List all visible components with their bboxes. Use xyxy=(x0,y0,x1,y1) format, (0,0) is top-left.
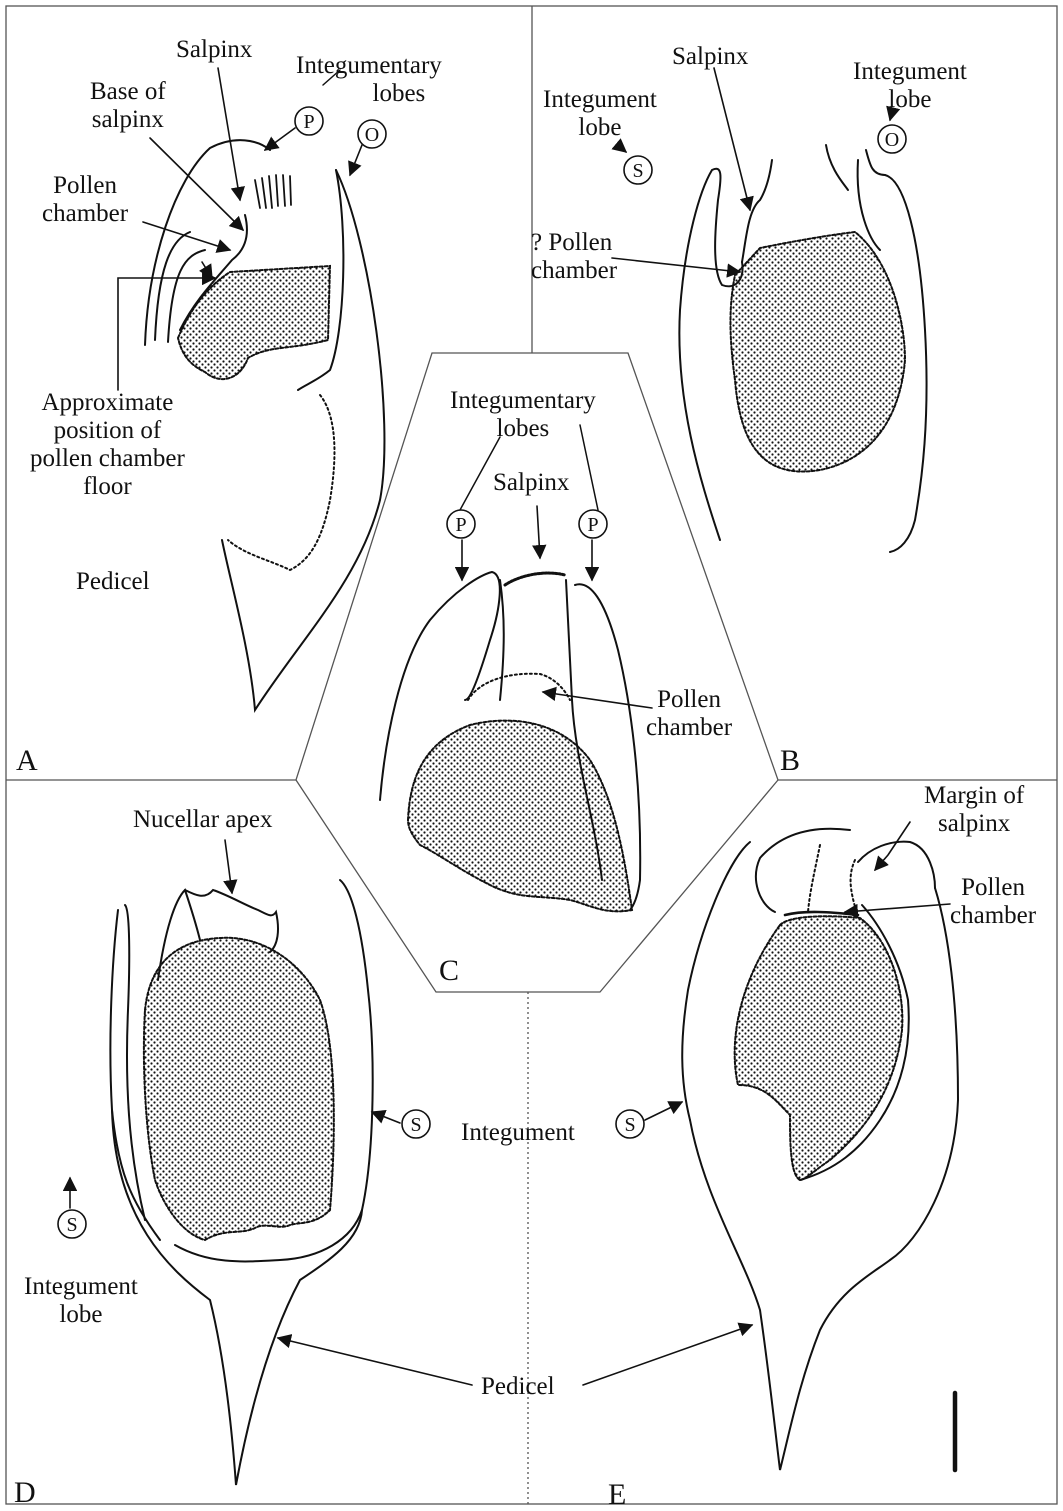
label-pedicel: Pedicel xyxy=(481,1373,555,1401)
label-b-integument-lobe-right: Integument lobe xyxy=(853,58,967,114)
panel-e-top-left xyxy=(756,829,850,912)
panel-a-salpinx-hatching xyxy=(255,175,291,208)
label-a-salpinx: Salpinx xyxy=(176,36,252,64)
label-a-pollen-chamber-line2: chamber xyxy=(42,200,128,228)
label-e-margin-of-salpinx-line1: Margin of xyxy=(924,782,1024,810)
label-d-nucellar-apex: Nucellar apex xyxy=(133,806,273,834)
label-d-integument-lobe-line2: lobe xyxy=(24,1301,138,1329)
panel-d-nucellus xyxy=(144,938,334,1240)
label-c-integumentary-lobes-line2: lobes xyxy=(450,415,596,443)
label-a-approx-line1: Approximate xyxy=(30,389,185,417)
label-a-pollen-chamber-line1: Pollen xyxy=(42,172,128,200)
label-c-pollen-chamber-line1: Pollen xyxy=(646,686,732,714)
panel-d-drawing xyxy=(70,840,472,1485)
label-e-margin-of-salpinx-line2: salpinx xyxy=(924,810,1024,838)
marker-b-s-text: S xyxy=(632,160,643,182)
label-a-approximate-position: Approximate position of pollen chamber f… xyxy=(30,389,185,501)
label-e-pollen-chamber-line1: Pollen xyxy=(950,874,1036,902)
panel-letter-b: B xyxy=(780,746,800,776)
label-a-approx-line2: position of xyxy=(30,417,185,445)
label-b-integument-lobe-right-line1: Integument xyxy=(853,58,967,86)
label-c-integumentary-lobes-line1: Integumentary xyxy=(450,387,596,415)
marker-c-p-left-text: P xyxy=(455,514,466,536)
label-a-pollen-chamber: Pollen chamber xyxy=(42,172,128,228)
panel-letter-c: C xyxy=(439,956,459,986)
marker-c-p-right-text: P xyxy=(587,514,598,536)
label-a-approx-line3: pollen chamber xyxy=(30,445,185,473)
panel-e-pedicel xyxy=(690,1120,890,1470)
panel-b-nucellus xyxy=(730,232,905,472)
panel-letter-d: D xyxy=(14,1478,36,1508)
panel-e-drawing xyxy=(583,822,958,1470)
label-a-base-of-salpinx: Base of salpinx xyxy=(90,78,166,134)
label-a-integumentary-lobes-line2: lobes xyxy=(296,80,442,108)
panel-e-margin-dotted xyxy=(808,845,856,912)
label-e-pollen-chamber-line2: chamber xyxy=(950,902,1036,930)
panel-letter-e: E xyxy=(608,1480,626,1510)
panel-letter-a: A xyxy=(16,746,38,776)
label-d-integument-lobe: Integument lobe xyxy=(24,1273,138,1329)
marker-a-o-text: O xyxy=(365,124,379,146)
label-e-pollen-chamber: Pollen chamber xyxy=(950,874,1036,930)
label-b-pollen-chamber-line1: ? Pollen xyxy=(531,229,617,257)
label-a-approx-line4: floor xyxy=(30,473,185,501)
label-b-integument-lobe-left: Integument lobe xyxy=(543,86,657,142)
marker-d-s-right-text: S xyxy=(410,1114,421,1136)
panel-a-pedicel-dotted xyxy=(228,395,334,570)
marker-b-o-text: O xyxy=(885,129,899,151)
label-c-pollen-chamber: Pollen chamber xyxy=(646,686,732,742)
panel-e-nucellus xyxy=(735,916,903,1180)
label-a-base-of-salpinx-line1: Base of xyxy=(90,78,166,106)
label-a-pedicel: Pedicel xyxy=(76,568,150,596)
marker-a-p-text: P xyxy=(303,111,314,133)
panel-d-outer-left xyxy=(125,905,145,1220)
label-b-integument-lobe-left-line1: Integument xyxy=(543,86,657,114)
label-a-base-of-salpinx-line2: salpinx xyxy=(90,106,166,134)
panel-c-chamber-dotted xyxy=(468,674,570,700)
label-b-pollen-chamber-line2: chamber xyxy=(531,257,617,285)
label-b-salpinx: Salpinx xyxy=(672,43,748,71)
label-c-integumentary-lobes: Integumentary lobes xyxy=(450,387,596,443)
panel-c-drawing xyxy=(380,425,652,911)
panel-e-integument-right xyxy=(890,888,958,1260)
label-a-integumentary-lobes-line1: Integumentary xyxy=(296,52,442,80)
label-b-pollen-chamber: ? Pollen chamber xyxy=(531,229,617,285)
marker-d-s-left-text: S xyxy=(66,1214,77,1236)
label-b-integument-lobe-left-line2: lobe xyxy=(543,114,657,142)
panel-c-left-inner xyxy=(500,580,504,700)
label-c-salpinx: Salpinx xyxy=(493,469,569,497)
label-a-integumentary-lobes: Integumentary lobes xyxy=(296,52,442,108)
marker-e-s-text: S xyxy=(624,1114,635,1136)
panel-e-top-right xyxy=(858,842,935,888)
panel-a-integument-outer xyxy=(222,170,384,710)
panel-a-nucellus xyxy=(178,266,330,379)
label-b-integument-lobe-right-line2: lobe xyxy=(853,86,967,114)
label-d-integument-lobe-line1: Integument xyxy=(24,1273,138,1301)
panel-c-salpinx-top xyxy=(505,573,565,585)
label-integument: Integument xyxy=(461,1119,575,1147)
panel-c-nucellus xyxy=(408,721,632,912)
label-e-margin-of-salpinx: Margin of salpinx xyxy=(924,782,1024,838)
label-c-pollen-chamber-line2: chamber xyxy=(646,714,732,742)
